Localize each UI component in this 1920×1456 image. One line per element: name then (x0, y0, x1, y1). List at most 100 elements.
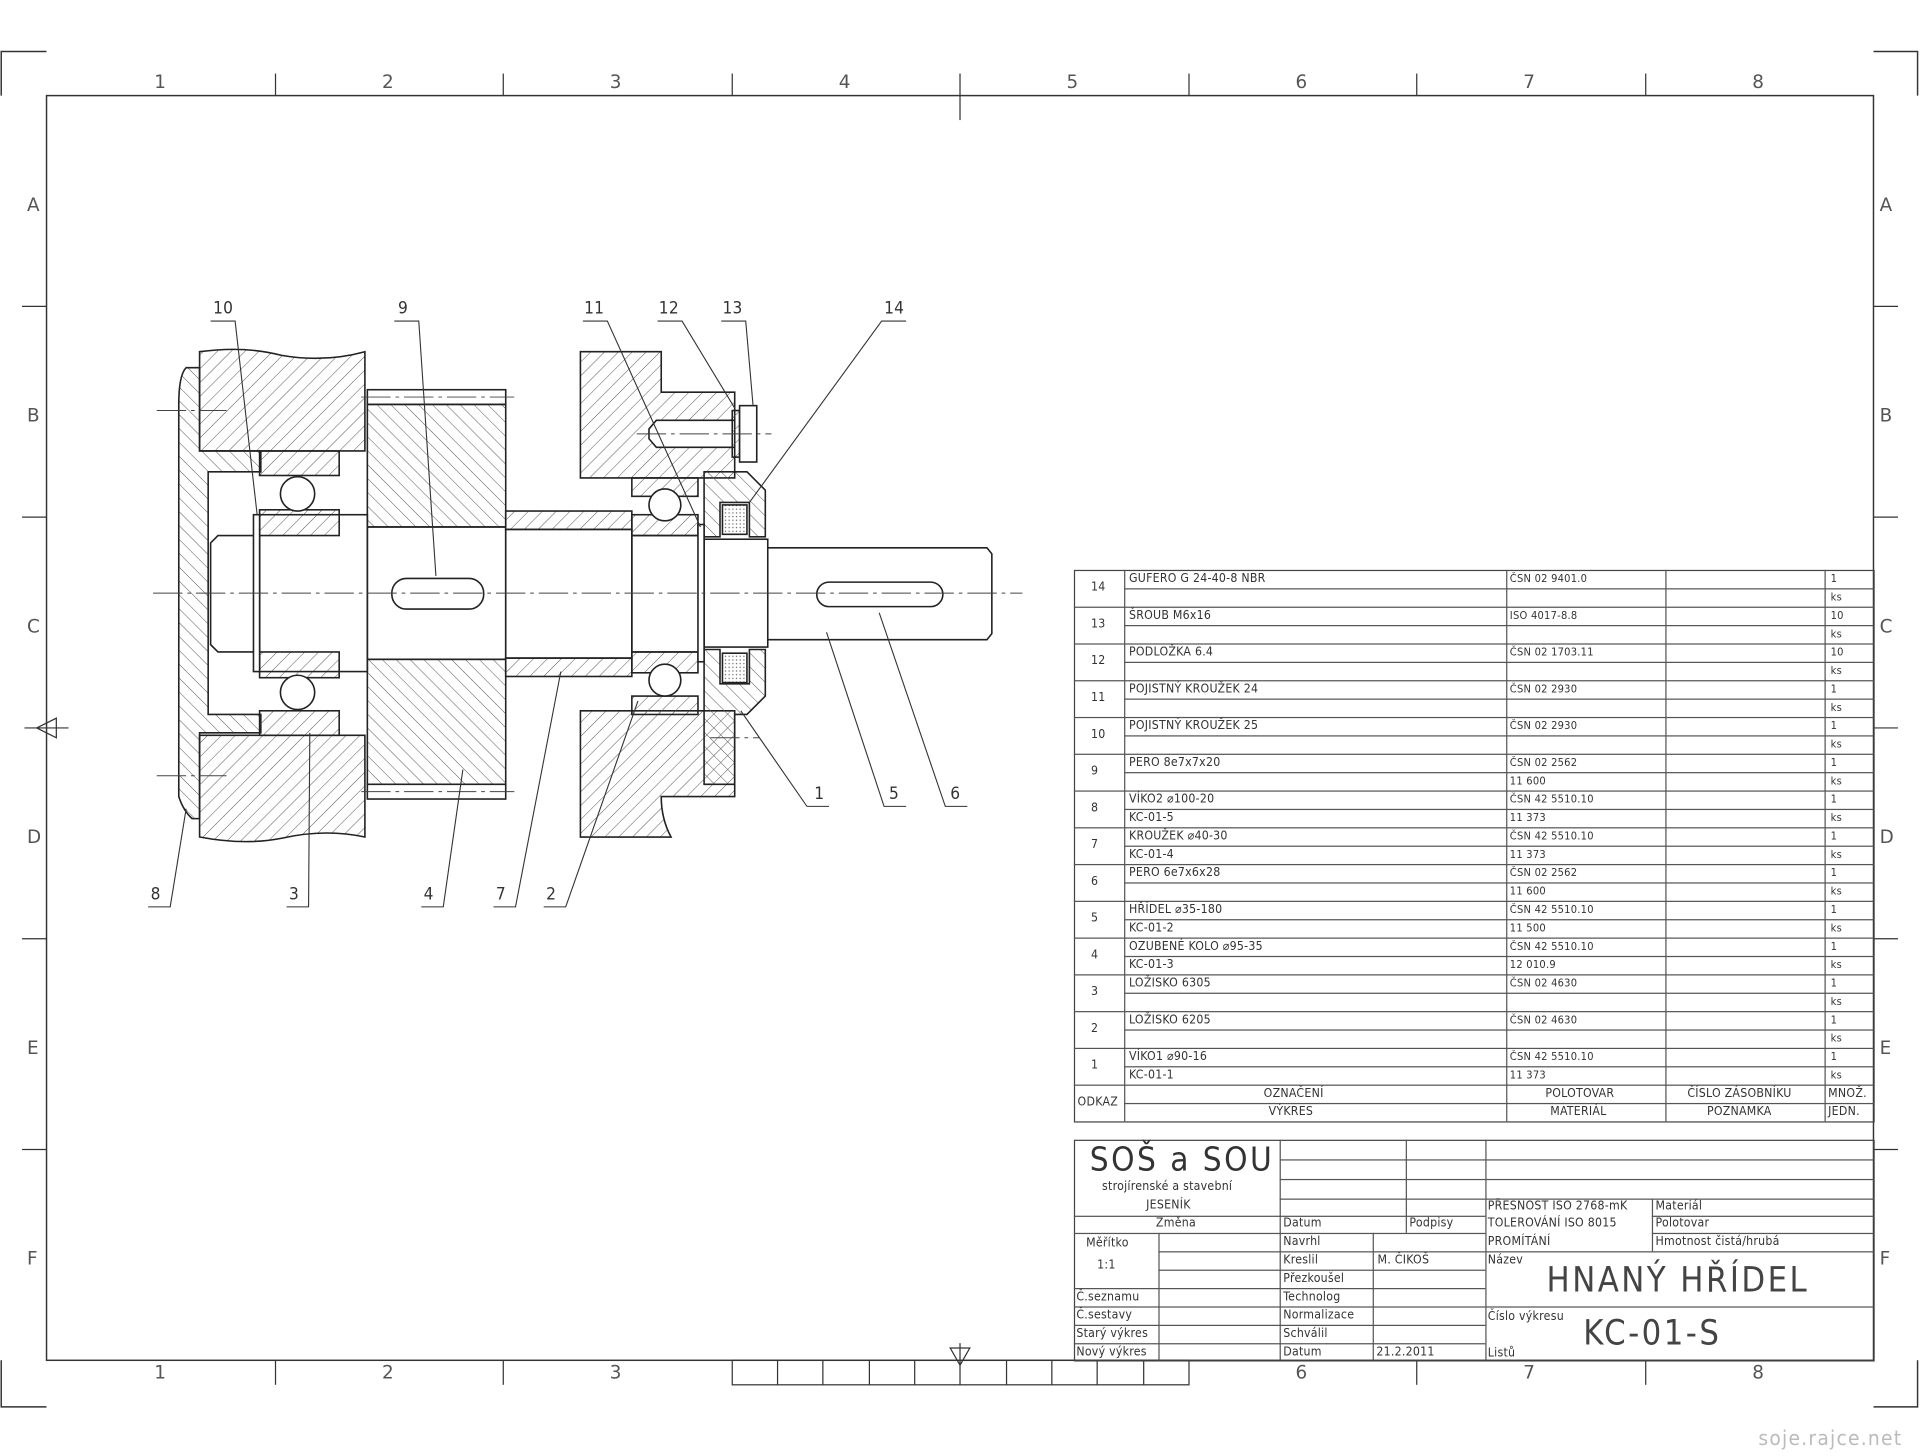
part-blank: ISO 4017-8.8 (1509, 610, 1578, 623)
zone-col-8-bottom: 8 (1752, 1361, 1764, 1384)
part-material: 11 600 (1509, 775, 1546, 788)
part-material: 11 373 (1509, 849, 1546, 862)
date-column-label: Datum (1283, 1216, 1322, 1231)
technologist-label: Technolog (1283, 1290, 1341, 1304)
old-drawing-label: Starý výkres (1076, 1327, 1149, 1341)
callout-7: 7 (495, 884, 506, 905)
part-designation: POJISTNÝ KROUŽEK 24 (1128, 682, 1259, 697)
blank-label: Polotovar (1655, 1216, 1710, 1231)
part-unit: ks (1830, 628, 1843, 641)
new-drawing-label: Nový výkres (1076, 1345, 1147, 1360)
part-blank: ČSN 02 1703.11 (1509, 647, 1594, 660)
parts-row-divider (1073, 974, 1874, 976)
checked-label: Přezkoušel (1283, 1272, 1345, 1286)
zone-col-6-bottom: 6 (1295, 1361, 1308, 1384)
callout-13: 13 (722, 299, 743, 319)
part-quantity: 1 (1830, 720, 1838, 733)
zone-col-1-bottom: 1 (154, 1361, 166, 1384)
part-material: 11 373 (1509, 1069, 1546, 1083)
standardization-label: Normalizace (1283, 1308, 1355, 1323)
part-ref: 7 (1091, 838, 1099, 852)
name-label: Název (1487, 1253, 1524, 1268)
date-label: Datum (1283, 1345, 1322, 1360)
part-quantity: 1 (1830, 794, 1838, 807)
zone-col-7: 7 (1523, 71, 1535, 94)
part-quantity: 1 (1830, 573, 1838, 586)
part-designation: HŘÍDEL ⌀35-180 (1128, 903, 1223, 917)
zone-row-d-left: D (26, 825, 42, 849)
part-drawing: KC-01-2 (1128, 921, 1174, 936)
drawing-number: KC-01-S (1583, 1312, 1722, 1353)
part-quantity: 1 (1830, 904, 1838, 917)
parts-half-row-divider (1124, 992, 1874, 994)
parts-row-divider (1073, 1011, 1874, 1013)
callout-3: 3 (288, 884, 300, 905)
part-blank: ČSN 02 2562 (1509, 757, 1578, 770)
parts-row-divider (1073, 937, 1874, 939)
designed-label: Navrhl (1283, 1235, 1321, 1249)
zone-row-b-right: B (1879, 404, 1893, 427)
part-blank: ČSN 42 5510.10 (1509, 1051, 1594, 1064)
part-ref: 11 (1091, 691, 1106, 705)
callout-6: 6 (950, 784, 961, 804)
callout-9: 9 (397, 299, 409, 319)
part-quantity: 1 (1830, 757, 1838, 770)
zone-row-a-left: A (26, 193, 40, 216)
header-ref: ODKAZ (1077, 1095, 1119, 1110)
list-number-label: Č.seznamu (1076, 1290, 1140, 1304)
drawn-label: Kreslil (1283, 1253, 1319, 1268)
zone-col-8: 8 (1752, 71, 1764, 94)
part-material: 11 373 (1509, 812, 1546, 825)
part-drawing: KC-01-3 (1128, 958, 1174, 972)
tolerancing-label: TOLEROVÁNÍ ISO 8015 (1487, 1216, 1617, 1231)
part-4-gear (366, 388, 507, 800)
part-unit: ks (1830, 775, 1843, 788)
part-material: 11 600 (1509, 886, 1546, 899)
parts-half-row-divider (1124, 955, 1874, 958)
parts-half-row-divider (1124, 772, 1874, 774)
zone-col-3: 3 (609, 71, 622, 94)
part-ref: 10 (1091, 727, 1106, 742)
part-unit: ks (1830, 702, 1843, 715)
zone-col-7-bottom: 7 (1523, 1361, 1535, 1384)
callout-1: 1 (814, 784, 825, 804)
part-ref: 12 (1091, 654, 1106, 668)
zone-col-6: 6 (1295, 71, 1308, 94)
part-unit: ks (1830, 1069, 1843, 1083)
parts-row-divider (1073, 606, 1874, 608)
zone-row-f-right: F (1879, 1247, 1891, 1270)
header-material: MATERIÁL (1550, 1105, 1607, 1119)
parts-half-row-divider (1124, 1066, 1874, 1068)
parts-table-border (1073, 569, 1875, 1123)
parts-row-divider (1073, 863, 1874, 866)
part-designation: VÍKO1 ⌀90-16 (1128, 1050, 1208, 1064)
part-ref: 2 (1091, 1022, 1099, 1036)
part-drawing: KC-01-5 (1128, 811, 1174, 825)
part-material: 11 500 (1509, 922, 1546, 936)
part-blank: ČSN 02 2930 (1509, 720, 1578, 733)
school-subtitle: strojírenské a stavební (1102, 1180, 1233, 1194)
part-designation: PERO 6e7x6x28 (1128, 866, 1221, 880)
approved-label: Schválil (1283, 1327, 1328, 1341)
parts-half-row-divider (1124, 661, 1874, 663)
callout-14: 14 (884, 299, 905, 319)
part-designation: PODLOŽKA 6.4 (1128, 645, 1214, 660)
parts-row-divider (1073, 1047, 1874, 1050)
part-6-key-slot (815, 581, 944, 608)
parts-half-row-divider (1124, 845, 1874, 847)
zone-row-e-left: E (26, 1036, 39, 1059)
zone-row-e-right: E (1879, 1036, 1892, 1059)
part-unit: ks (1830, 922, 1843, 936)
zone-col-2: 2 (382, 71, 394, 94)
projection-label: PROMÍTÁNÍ (1487, 1235, 1551, 1249)
parts-half-row-divider (1124, 1029, 1874, 1031)
zone-col-5: 5 (1066, 71, 1079, 94)
parts-half-row-divider (1124, 735, 1874, 737)
part-ref: 3 (1091, 985, 1099, 999)
part-quantity: 1 (1830, 941, 1838, 954)
part-quantity: 1 (1830, 683, 1838, 697)
part-drawing: KC-01-4 (1128, 848, 1174, 862)
part-blank: ČSN 42 5510.10 (1509, 830, 1594, 844)
